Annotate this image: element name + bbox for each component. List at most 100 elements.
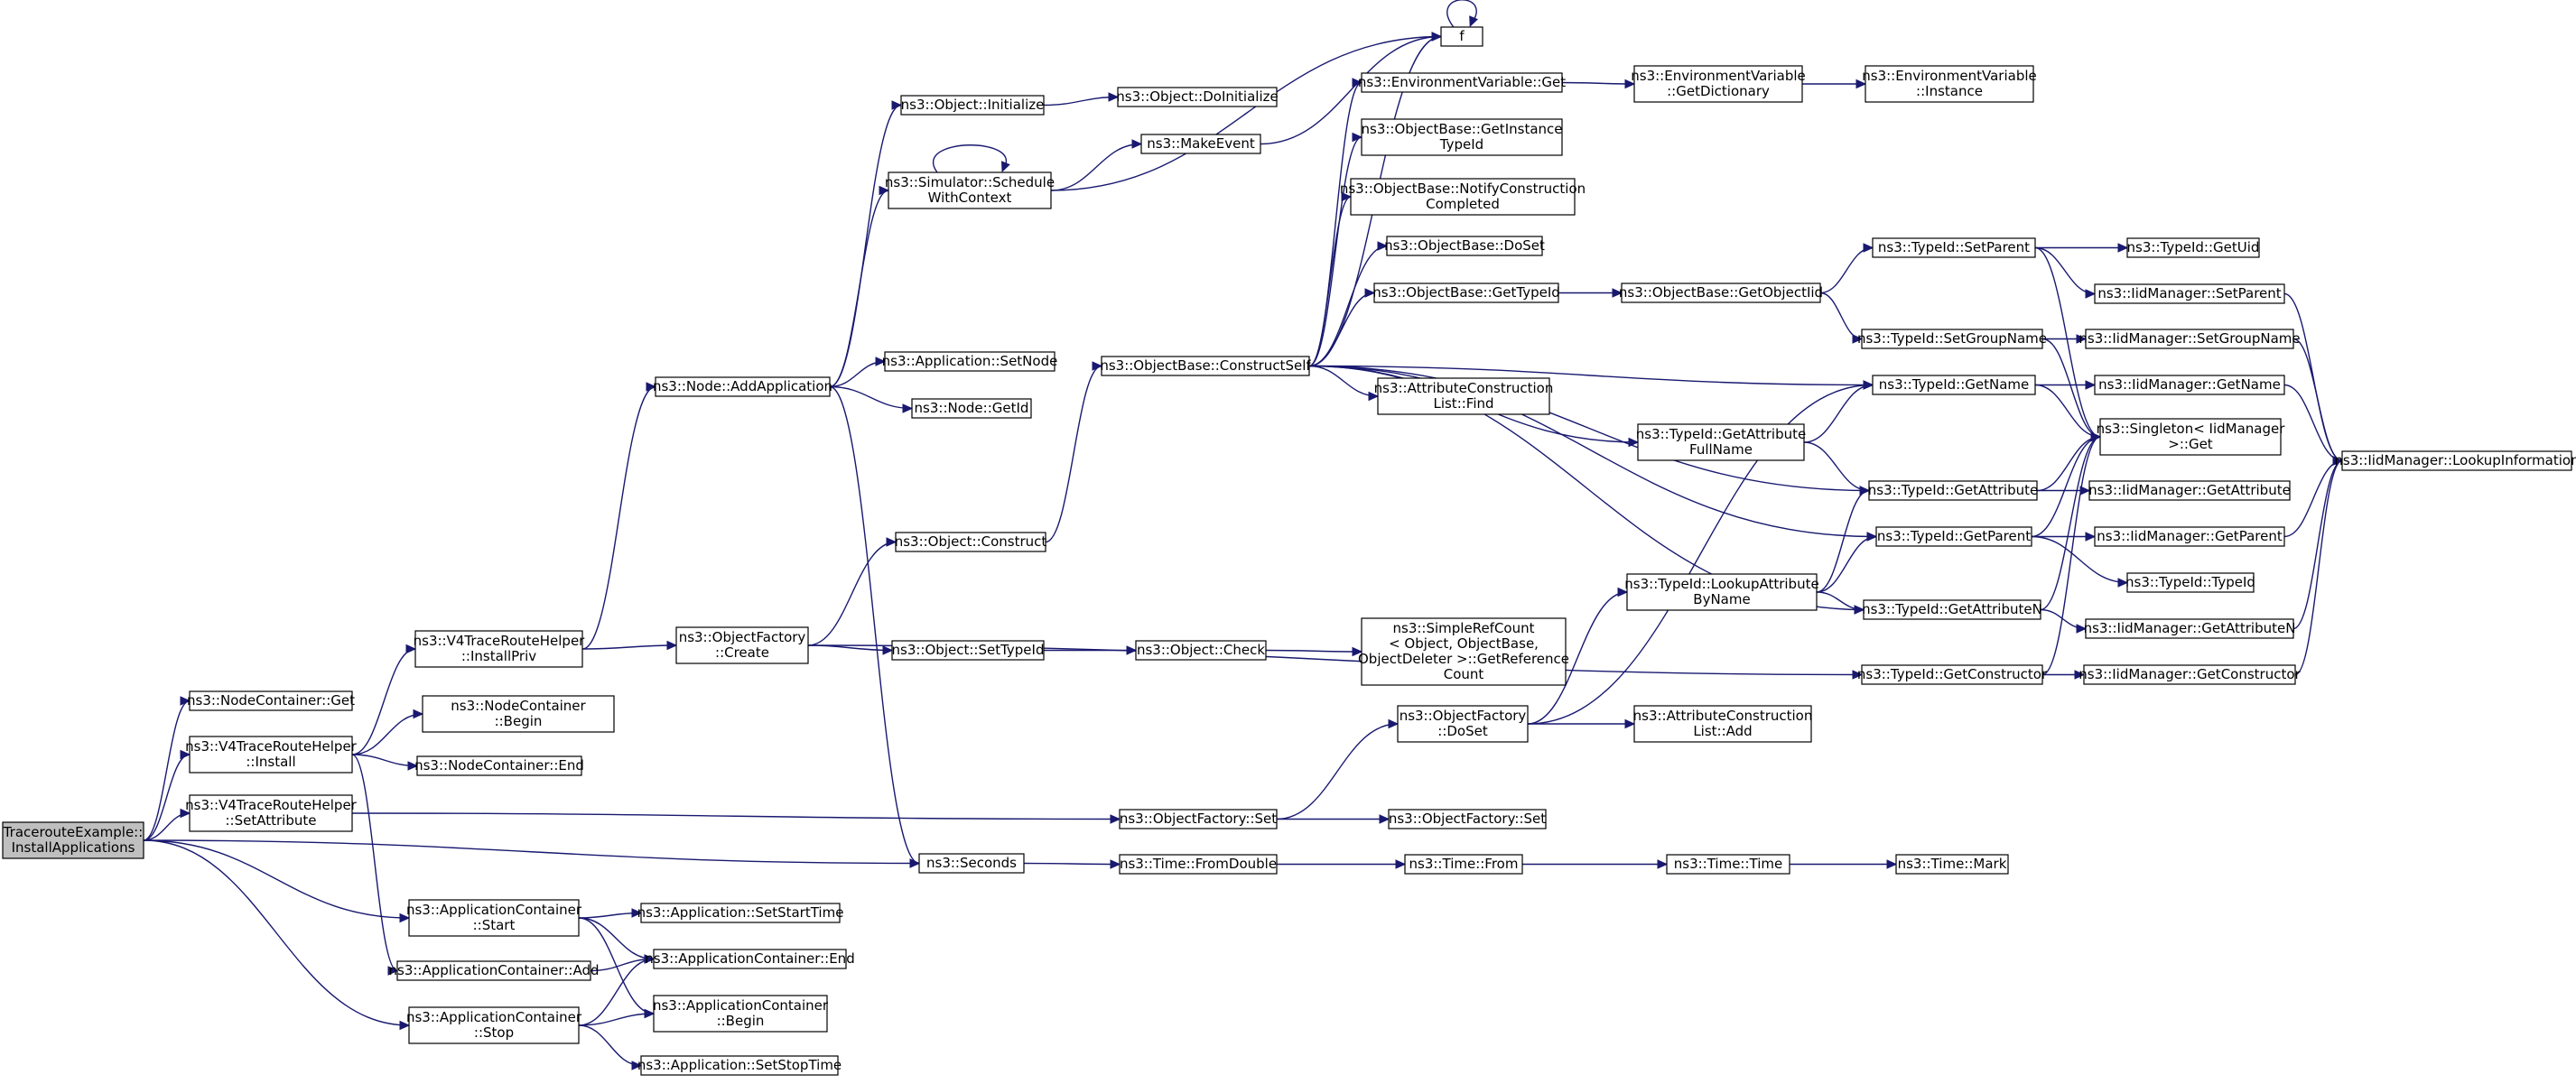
node-ac_end-box [653, 949, 847, 969]
node-iid_lookupinfo[interactable]: ns3::IidManager::LookupInformation [2334, 450, 2576, 471]
node-iid_getattributen[interactable]: ns3::IidManager::GetAttributeN [2084, 618, 2296, 639]
node-of_set2[interactable]: ns3::ObjectFactory::Set [1388, 809, 1547, 829]
node-ob_notify[interactable]: ns3::ObjectBase::NotifyConstructionCompl… [1340, 178, 1586, 216]
node-tid_getattribute[interactable]: ns3::TypeId::GetAttribute [1868, 480, 2038, 501]
edge-node_addapp-to-obj_initialize [829, 100, 903, 388]
node-tid_getparent[interactable]: ns3::TypeId::GetParent [1875, 526, 2032, 547]
node-ob_getobjectiid[interactable]: ns3::ObjectBase::GetObjectIid [1619, 283, 1823, 303]
node-nc_begin[interactable]: ns3::NodeContainer::Begin [422, 695, 615, 733]
node-ac_stop[interactable]: ns3::ApplicationContainer::Stop [406, 1006, 582, 1044]
node-ac_add[interactable]: ns3::ApplicationContainer::Add [389, 960, 600, 981]
node-iid_getattribute[interactable]: ns3::IidManager::GetAttribute [2088, 480, 2291, 501]
node-iid_setparent[interactable]: ns3::IidManager::SetParent [2094, 283, 2285, 304]
node-iid_getconstructor-label-0: ns3::IidManager::GetConstructor [2078, 666, 2301, 682]
node-time_time[interactable]: ns3::Time::Time [1666, 854, 1790, 875]
edge-of_set-to-of_doset [1276, 718, 1400, 820]
node-of_create[interactable]: ns3::ObjectFactory::Create [675, 626, 809, 664]
node-iid_getattributen-label-0: ns3::IidManager::GetAttributeN [2084, 620, 2296, 636]
node-nc_begin-label-0: ns3::NodeContainer [451, 698, 586, 714]
node-tid_setparent[interactable]: ns3::TypeId::SetParent [1872, 237, 2036, 258]
node-tid_getattribute-label-0: ns3::TypeId::GetAttribute [1868, 482, 2038, 498]
edge-root-to-ac_start [143, 839, 411, 923]
node-tid_setparent-label-0: ns3::TypeId::SetParent [1878, 239, 2030, 255]
edge-of_create-to-obj_settypeid [807, 644, 894, 655]
edge-obj_construct-to-ob_constructself [1045, 361, 1103, 543]
node-root[interactable]: TracerouteExample::InstallApplications [2, 821, 144, 859]
node-tid_lookupattr-label-1: ByName [1693, 591, 1750, 607]
node-tid_getconstructor-box [1861, 664, 2043, 685]
node-app_setstarttime[interactable]: ns3::Application::SetStartTime [637, 903, 844, 923]
node-app_setnode[interactable]: ns3::Application::SetNode [882, 351, 1058, 372]
node-seconds[interactable]: ns3::Seconds [918, 853, 1025, 874]
node-ac_start[interactable]: ns3::ApplicationContainer::Start [406, 899, 582, 937]
node-sim_schedule-label-1: WithContext [928, 190, 1012, 206]
node-node_addapp[interactable]: ns3::Node::AddApplication [653, 376, 832, 397]
node-ac_end[interactable]: ns3::ApplicationContainer::End [645, 949, 855, 969]
edge-v4_install-to-ac_add [351, 754, 399, 976]
node-time_mark[interactable]: ns3::Time::Mark [1895, 854, 2009, 875]
edge-ob_getobjectiid-to-tid_setgroupname-arrowhead [1852, 334, 1864, 344]
edge-obj_check-to-src_getref-line [1265, 649, 1362, 653]
node-obj_doinitialize[interactable]: ns3::Object::DoInitialize [1116, 87, 1279, 107]
edge-ob_gettypeid-to-ob_getobjectiid-arrowhead [1612, 288, 1623, 298]
node-singleton_get[interactable]: ns3::Singleton< IidManager>::Get [2097, 418, 2286, 456]
node-iid_getparent[interactable]: ns3::IidManager::GetParent [2094, 526, 2285, 547]
node-ac_stop-label-1: ::Stop [474, 1024, 514, 1041]
node-node_getid[interactable]: ns3::Node::GetId [911, 398, 1032, 419]
node-nc_end[interactable]: ns3::NodeContainer::End [414, 755, 584, 776]
node-ob_gettypeid[interactable]: ns3::ObjectBase::GetTypeId [1372, 283, 1560, 303]
node-obj_check[interactable]: ns3::Object::Check [1135, 640, 1267, 661]
node-tid_getconstructor[interactable]: ns3::TypeId::GetConstructor [1857, 664, 2048, 685]
node-tid_getattributen[interactable]: ns3::TypeId::GetAttributeN [1862, 599, 2042, 620]
edge-tid_getattrfull-to-tid_getname [1803, 380, 1874, 443]
node-of_doset[interactable]: ns3::ObjectFactory::DoSet [1397, 705, 1529, 743]
edge-root-to-ac_stop-arrowhead [399, 1020, 411, 1031]
node-obj_settypeid[interactable]: ns3::Object::SetTypeId [891, 640, 1045, 661]
node-tid_getuid-box [2126, 237, 2260, 258]
node-f-box [1440, 26, 1483, 47]
node-of_set2-box [1388, 809, 1547, 829]
node-ob_constructself[interactable]: ns3::ObjectBase::ConstructSelf [1100, 356, 1311, 376]
node-obj_construct[interactable]: ns3::Object::Construct [895, 532, 1047, 552]
edge-ob_getobjectiid-to-tid_setparent [1819, 243, 1874, 294]
node-tid_setgroupname[interactable]: ns3::TypeId::SetGroupName [1857, 329, 2047, 349]
node-tid_getuid[interactable]: ns3::TypeId::GetUid [2126, 237, 2260, 258]
node-v4_setattr[interactable]: ns3::V4TraceRouteHelper::SetAttribute [185, 794, 358, 832]
node-ac_begin[interactable]: ns3::ApplicationContainer::Begin [653, 995, 829, 1033]
node-env_get[interactable]: ns3::EnvironmentVariable::Get [1358, 72, 1566, 93]
node-f[interactable]: f [1440, 26, 1483, 47]
edge-ac_stop-to-app_setstoptime [578, 1024, 643, 1070]
node-env_getdict[interactable]: ns3::EnvironmentVariable::GetDictionary [1631, 65, 1806, 103]
node-makeevent[interactable]: ns3::MakeEvent [1140, 134, 1261, 154]
node-tid_getname[interactable]: ns3::TypeId::GetName [1872, 375, 2036, 395]
edge-ac_start-to-app_setstarttime-arrowhead [631, 908, 643, 918]
node-iid_setgroupname[interactable]: ns3::IidManager::SetGroupName [2078, 329, 2301, 349]
node-iid_lookupinfo-box [2341, 450, 2572, 471]
node-of_set[interactable]: ns3::ObjectFactory::Set [1119, 809, 1278, 829]
node-v4_install[interactable]: ns3::V4TraceRouteHelper::Install [185, 736, 358, 774]
node-iid_getconstructor[interactable]: ns3::IidManager::GetConstructor [2078, 664, 2302, 685]
node-src_getref[interactable]: ns3::SimpleRefCount< Object, ObjectBase,… [1358, 617, 1569, 686]
node-app_setstoptime[interactable]: ns3::Application::SetStopTime [637, 1055, 842, 1076]
node-iid_getattribute-box [2088, 480, 2291, 501]
node-env_instance[interactable]: ns3::EnvironmentVariable::Instance [1862, 65, 2037, 103]
edge-tid_lookupattr-to-tid_getparent [1816, 532, 1878, 593]
node-tid_typeid[interactable]: ns3::TypeId::TypeId [2125, 572, 2255, 593]
node-nc_get[interactable]: ns3::NodeContainer::Get [187, 690, 355, 711]
node-ob_notify-label-1: Completed [1426, 196, 1500, 212]
node-time_mark-label-0: ns3::Time::Mark [1898, 856, 2007, 872]
node-time_from[interactable]: ns3::Time::From [1404, 854, 1523, 875]
edge-ob_getobjectiid-to-tid_setparent-arrowhead [1863, 243, 1874, 253]
node-iid_getname[interactable]: ns3::IidManager::GetName [2094, 375, 2285, 395]
node-ob_doset[interactable]: ns3::ObjectBase::DoSet [1384, 236, 1545, 256]
node-time_fromdouble[interactable]: ns3::Time::FromDouble [1119, 854, 1278, 875]
node-v4_installpriv[interactable]: ns3::V4TraceRouteHelper::InstallPriv [414, 630, 586, 668]
node-obj_initialize[interactable]: ns3::Object::Initialize [900, 95, 1045, 116]
edge-obj_settypeid-to-obj_check [1044, 645, 1138, 655]
